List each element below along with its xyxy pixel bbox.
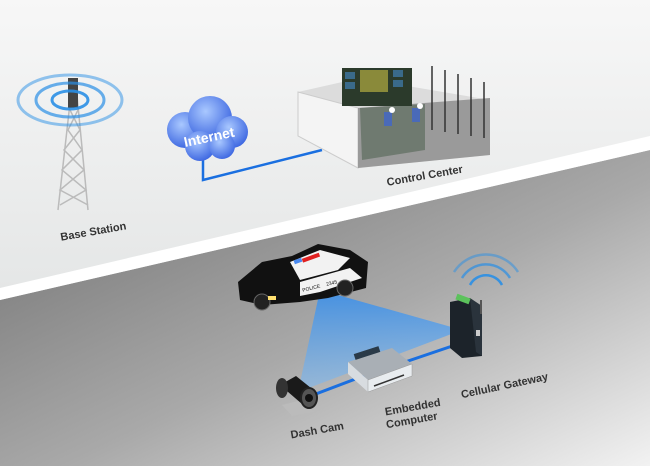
dash-cam [276, 376, 318, 416]
police-car: POLICE 2345 [238, 244, 368, 311]
internet-cloud-icon [167, 96, 248, 161]
gateway-signal-waves-icon [452, 253, 520, 286]
car-text: POLICE [302, 283, 322, 293]
embedded-computer [348, 346, 413, 393]
cellular-gateway [450, 293, 482, 358]
control-center-building [297, 66, 490, 169]
divider-strip [0, 136, 650, 300]
car-number: 2345 [326, 279, 338, 288]
signal-waves-icon [16, 73, 124, 127]
antenna-icon [68, 78, 78, 108]
camera-view-cone [298, 290, 462, 392]
internet-control-link [201, 148, 323, 182]
